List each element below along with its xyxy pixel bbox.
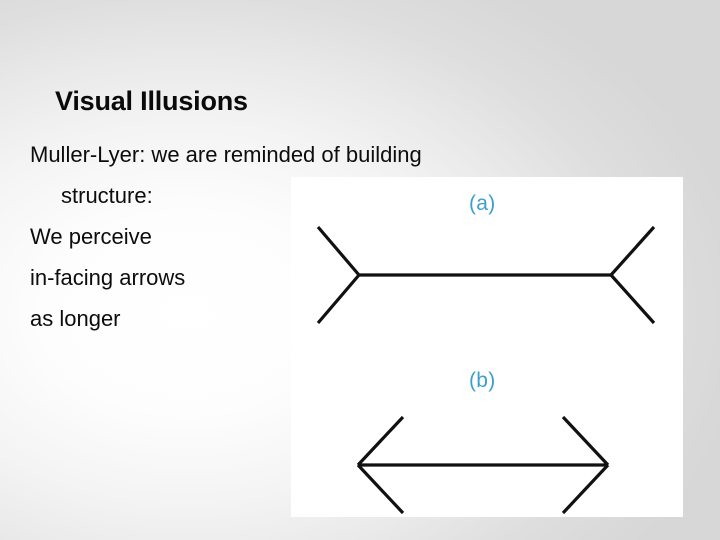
body-line: as longer	[30, 306, 121, 331]
body-line: Muller-Lyer: we are reminded of building	[30, 142, 422, 167]
body-text-block: Muller-Lyer: we are reminded of building…	[30, 134, 422, 339]
figure-label-a: (a)	[469, 192, 496, 215]
muller-lyer-figure-panel: (a) (b)	[291, 177, 683, 517]
muller-lyer-figure-b-icon	[356, 415, 610, 515]
body-line: in-facing arrows	[30, 265, 186, 290]
page-title: Visual Illusions	[55, 86, 248, 117]
body-line: structure:	[61, 183, 153, 208]
body-line: We perceive	[30, 224, 152, 249]
muller-lyer-figure-a-icon	[316, 225, 656, 325]
figure-label-b: (b)	[469, 369, 496, 392]
